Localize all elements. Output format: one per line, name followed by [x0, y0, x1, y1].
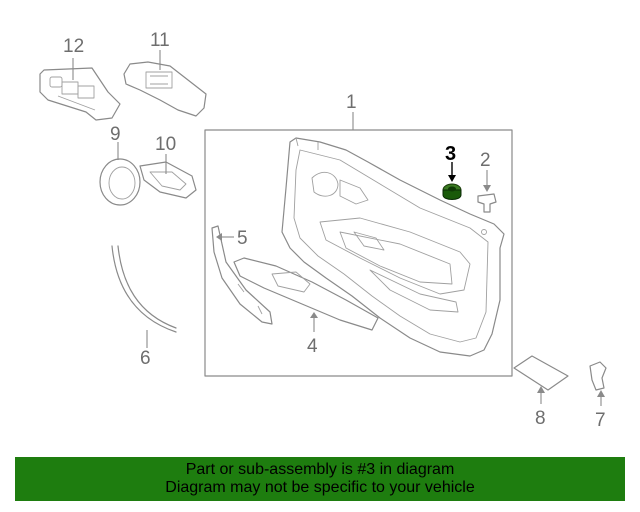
part-10-handle-trim[interactable]: 10: [139, 134, 197, 199]
callout-1: 1: [346, 92, 357, 113]
callout-6: 6: [140, 348, 151, 369]
banner-line-1: Part or sub-assembly is #3 in diagram: [185, 461, 455, 478]
part-7-bracket[interactable]: 7: [589, 361, 607, 431]
part-1-door-trim-panel[interactable]: 1: [204, 92, 513, 377]
callout-11: 11: [150, 30, 170, 51]
notice-banner: Part or sub-assembly is #3 in diagram Di…: [15, 457, 625, 501]
callout-3: 3: [445, 143, 456, 165]
callout-8: 8: [535, 408, 546, 429]
callout-12: 12: [63, 36, 84, 57]
part-8-pad[interactable]: 8: [513, 355, 569, 429]
callout-7: 7: [595, 410, 606, 431]
part-9-bezel[interactable]: 9: [99, 124, 141, 206]
callout-4: 4: [307, 336, 318, 357]
part-12-window-switch[interactable]: 12: [39, 36, 121, 121]
part-6-trim-strip[interactable]: 6: [111, 245, 177, 369]
callout-2: 2: [480, 150, 491, 171]
part-3-clip[interactable]: 3: [442, 143, 462, 200]
callout-9: 9: [110, 124, 121, 145]
part-4-armrest-trim[interactable]: 4: [233, 257, 379, 357]
callout-10: 10: [155, 134, 176, 155]
banner-line-2: Diagram may not be specific to your vehi…: [165, 479, 475, 496]
part-11-switch-panel[interactable]: 11: [123, 30, 207, 117]
callout-5: 5: [237, 228, 248, 249]
part-5-vertical-trim[interactable]: 5: [211, 225, 273, 325]
part-2-push-clip[interactable]: 2: [477, 150, 497, 213]
